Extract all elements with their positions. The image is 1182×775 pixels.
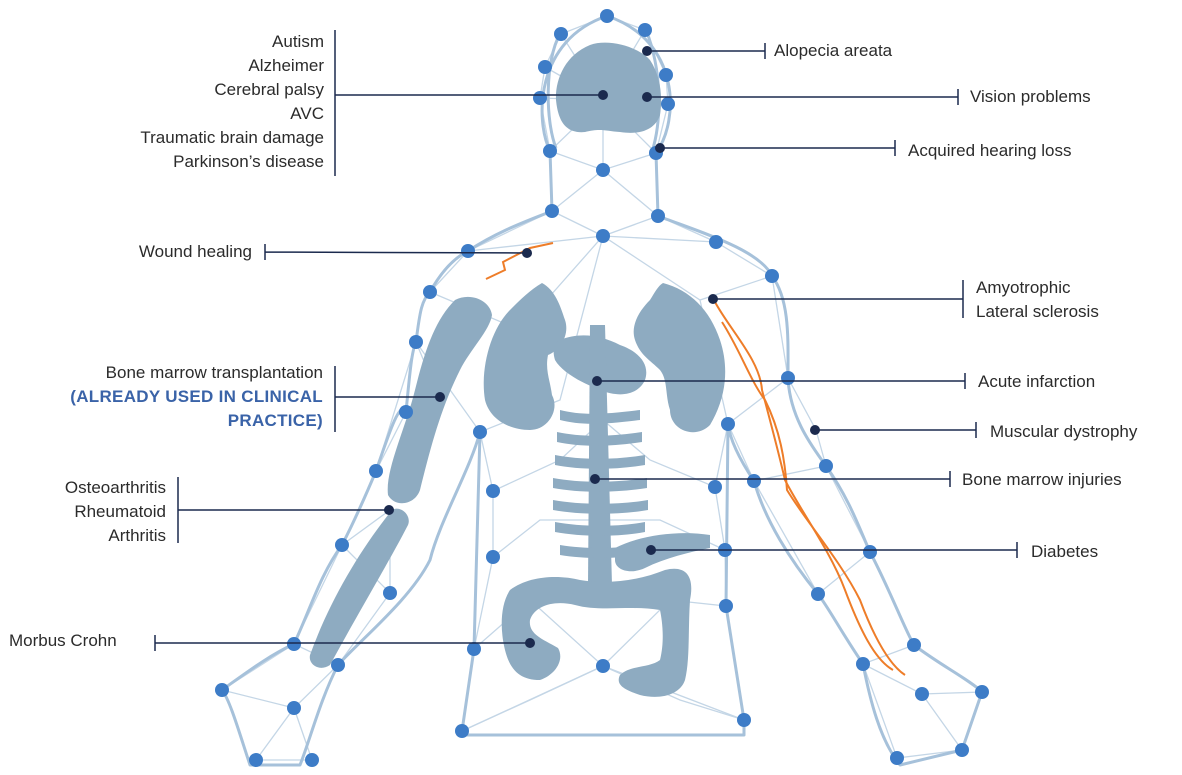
mesh-node (915, 687, 929, 701)
mesh-node (596, 229, 610, 243)
mesh-node (907, 638, 921, 652)
mesh-node (467, 642, 481, 656)
mesh-node (651, 209, 665, 223)
brain (556, 43, 661, 133)
right-lung (634, 283, 726, 432)
mesh-node (721, 417, 735, 431)
label-bone-marrow-injuries: Bone marrow injuries (962, 468, 1122, 492)
mesh-node (765, 269, 779, 283)
label-muscular-dystrophy: Muscular dystrophy (990, 420, 1137, 444)
mesh-node (473, 425, 487, 439)
label-parkinsons: Parkinson’s disease (60, 150, 324, 174)
mesh-node (423, 285, 437, 299)
mesh-node (709, 235, 723, 249)
mesh-node (533, 91, 547, 105)
mesh-node (383, 586, 397, 600)
mesh-node (486, 484, 500, 498)
mesh-node (461, 244, 475, 258)
mesh-node (369, 464, 383, 478)
label-bone-marrow-transplantation: Bone marrow transplantation (20, 361, 323, 385)
label-osteoarthritis: Osteoarthritis (10, 476, 166, 500)
label-autism: Autism (60, 30, 324, 54)
label-rheumatoid: Rheumatoid (10, 500, 166, 524)
mesh-node (975, 685, 989, 699)
mesh-node (737, 713, 751, 727)
mesh-node (659, 68, 673, 82)
mesh-node (708, 480, 722, 494)
label-diabetes: Diabetes (1031, 540, 1098, 564)
intestine (502, 569, 692, 697)
mesh-node (335, 538, 349, 552)
pancreas (615, 533, 710, 571)
mesh-node (747, 474, 761, 488)
als-label: Amyotrophic Lateral sclerosis (976, 276, 1099, 324)
mesh-node (638, 23, 652, 37)
label-traumatic-brain-damage: Traumatic brain damage (60, 126, 324, 150)
label-arthritis: Arthritis (10, 524, 166, 548)
mesh-node (215, 683, 229, 697)
mesh-node (863, 545, 877, 559)
mesh-node (305, 753, 319, 767)
mesh-node (486, 550, 500, 564)
label-avc: AVC (60, 102, 324, 126)
label-amyotrophic: Amyotrophic (976, 276, 1099, 300)
mesh-node (661, 97, 675, 111)
label-vision-problems: Vision problems (970, 85, 1091, 109)
mesh-node (600, 9, 614, 23)
label-alopecia-areata: Alopecia areata (774, 39, 892, 63)
label-acquired-hearing-loss: Acquired hearing loss (908, 139, 1071, 163)
mesh-node (596, 659, 610, 673)
label-acute-infarction: Acute infarction (978, 370, 1095, 394)
label-morbus-crohn: Morbus Crohn (9, 629, 117, 653)
label-wound-healing: Wound healing (60, 240, 252, 264)
joint-conditions-label: Osteoarthritis Rheumatoid Arthritis (10, 476, 166, 548)
mesh-node (455, 724, 469, 738)
label-cerebral-palsy: Cerebral palsy (60, 78, 324, 102)
bone-marrow-label: Bone marrow transplantation (ALREADY USE… (20, 361, 323, 433)
left-lung (484, 283, 567, 430)
mesh-node (287, 637, 301, 651)
mesh-node (955, 743, 969, 757)
mesh-node (596, 163, 610, 177)
mesh-node (811, 587, 825, 601)
mesh-node (545, 204, 559, 218)
mesh-node (719, 599, 733, 613)
mesh-node (856, 657, 870, 671)
mesh-node (287, 701, 301, 715)
brain-conditions-label: Autism Alzheimer Cerebral palsy AVC Trau… (60, 30, 324, 174)
mesh-node (890, 751, 904, 765)
label-lateral-sclerosis: Lateral sclerosis (976, 300, 1099, 324)
mesh-node (538, 60, 552, 74)
mesh-node (819, 459, 833, 473)
mesh-node (409, 335, 423, 349)
mesh-node (543, 144, 557, 158)
mesh-node (781, 371, 795, 385)
mesh-node (554, 27, 568, 41)
label-alzheimer: Alzheimer (60, 54, 324, 78)
mesh-node (331, 658, 345, 672)
label-clinical-practice-note: (ALREADY USED IN CLINICAL PRACTICE) (20, 385, 323, 433)
mesh-node (249, 753, 263, 767)
mesh-node (399, 405, 413, 419)
